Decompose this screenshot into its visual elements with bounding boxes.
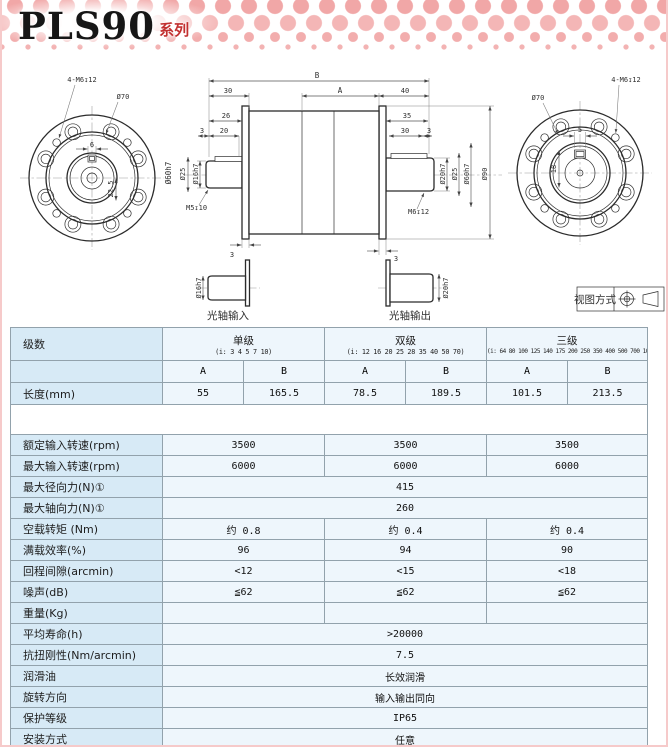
spacer-row	[9, 404, 649, 435]
dim-b: B	[315, 71, 320, 80]
dim-40: 40	[401, 87, 409, 95]
threaded-holes	[52, 138, 132, 218]
spec-row: 回程间隙(arcmin) <12 <15 <18	[10, 560, 649, 582]
key-depth-dim: 18	[550, 165, 558, 173]
col-a: A	[162, 360, 244, 383]
input-shaft-dia: Ø16h7	[195, 277, 203, 298]
dim-3-bottom-right: 3	[394, 255, 398, 263]
spec-row: 最大输入转速(rpm) 6000 6000 6000	[10, 455, 649, 477]
stage-label: 级数	[10, 327, 163, 361]
col-b: B	[405, 360, 488, 383]
dia-16h7: Ø16h7	[192, 163, 200, 184]
dim-3-right: 3	[427, 127, 431, 135]
output-shaft-detail: Ø20h7 光轴输出	[378, 259, 450, 322]
dim-a: A	[338, 86, 343, 95]
spec-row: 旋转方向 输入输出同向	[10, 686, 649, 708]
output-shaft-dia: Ø20h7	[442, 277, 450, 298]
projection-symbol-icon	[618, 290, 636, 308]
spec-row: 平均寿命(h) >20000	[10, 623, 649, 645]
outer-dia-label: Ø70	[117, 93, 130, 101]
stage-group-triple: 三级 (i: 64 80 100 125 140 175 200 250 350…	[486, 327, 649, 361]
view-method-label: 视图方式	[574, 293, 616, 306]
cone-symbol-icon	[642, 291, 659, 307]
bolt-holes	[37, 123, 147, 233]
key-depth-dim: 22.5	[107, 181, 115, 198]
stage-group-single: 单级 (i: 3 4 5 7 10)	[161, 327, 326, 361]
series-title: PLS90	[18, 4, 156, 48]
length-row: 长度(mm) 55 165.5 78.5 189.5 101.5 213.5	[10, 382, 649, 405]
dim-30: 30	[224, 87, 232, 95]
thread-m5: M5↧10	[186, 204, 207, 212]
key-width-dim: 6	[90, 141, 94, 149]
header-glow	[2, 0, 302, 52]
thread-m6: M6↧12	[408, 208, 429, 216]
dia-25-right: Ø25	[451, 168, 459, 181]
technical-drawing: 4-M6↧12 Ø70 6 22.5 Ø60h7	[20, 71, 665, 322]
spec-row: 噪声(dB) ≦62 ≦62 ≦62	[10, 581, 649, 603]
thread-note-label: 4-M6↧12	[611, 76, 641, 84]
spec-row: 额定输入转速(rpm) 3500 3500 3500	[10, 434, 649, 456]
dim-30-right: 30	[401, 127, 409, 135]
dia-90: Ø90	[481, 168, 489, 181]
output-flange-drawing: 4-M6↧12 Ø70 5 18	[508, 76, 652, 245]
input-shaft-detail: Ø16h7 光轴输入	[195, 259, 260, 322]
pilot-dia-label: Ø60h7	[164, 162, 173, 185]
side-view-drawing: B 30 A 40 26 35 3 20 30 3	[179, 71, 502, 263]
stage-header-row: 级数 单级 (i: 3 4 5 7 10) 双级 (i: 12 16 20 25…	[10, 327, 649, 361]
dia-60h7: Ø60h7	[463, 163, 471, 184]
spec-row: 满载效率(%) 96 94 90	[10, 539, 649, 561]
threaded-holes	[540, 133, 620, 213]
projection-method-box: 视图方式	[574, 286, 665, 312]
dia-20h7: Ø20h7	[439, 163, 447, 184]
spec-row: 抗扭刚性(Nm/arcmin) 7.5	[10, 644, 649, 666]
series-suffix: 系列	[159, 21, 190, 39]
bolt-holes	[525, 118, 635, 228]
spec-table: 级数 单级 (i: 3 4 5 7 10) 双级 (i: 12 16 20 25…	[9, 327, 649, 745]
dim-20: 20	[220, 127, 228, 135]
spec-row: 重量(Kg)	[10, 602, 649, 624]
col-a: A	[486, 360, 569, 383]
col-b: B	[567, 360, 649, 383]
spec-row: 空载转矩 (Nm) 约 0.8 约 0.4 约 0.4	[10, 518, 649, 540]
spec-row: 最大轴向力(N)① 260	[10, 497, 649, 519]
spec-row: 保护等级 IP65	[10, 707, 649, 729]
dim-35: 35	[403, 112, 411, 120]
dim-3-left: 3	[200, 127, 204, 135]
outer-dia-label: Ø70	[532, 94, 545, 102]
dim-3-bottom-left: 3	[230, 251, 234, 259]
output-shaft-caption: 光轴输出	[389, 309, 431, 322]
key-width-dim: 5	[578, 126, 582, 134]
input-shaft-caption: 光轴输入	[207, 309, 249, 322]
col-b: B	[242, 360, 326, 383]
ab-header-row: A B A B A B	[10, 360, 649, 383]
dia-25-left: Ø25	[179, 168, 187, 181]
input-flange-drawing: 4-M6↧12 Ø70 6 22.5 Ø60h7	[20, 76, 173, 250]
thread-note-label: 4-M6↧12	[67, 76, 97, 84]
spec-row: 安装方式 任意	[10, 728, 649, 745]
col-a: A	[324, 360, 407, 383]
spec-row: 最大径向力(N)① 415	[10, 476, 649, 498]
dim-26: 26	[222, 112, 230, 120]
spec-row: 润滑油 长效润滑	[10, 665, 649, 687]
stage-group-double: 双级 (i: 12 16 20 25 28 35 40 50 70)	[324, 327, 488, 361]
